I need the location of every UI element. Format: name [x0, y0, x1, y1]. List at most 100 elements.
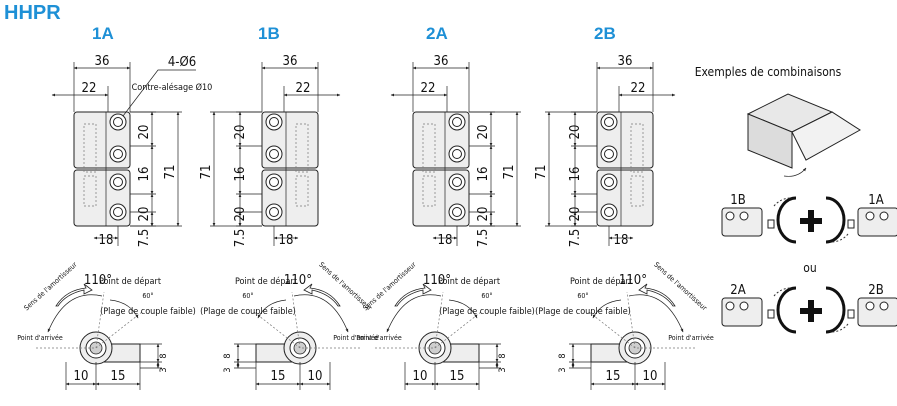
mounting-hole — [452, 117, 462, 127]
combo-right-label: 2B — [868, 283, 883, 298]
start-point-line — [95, 291, 105, 349]
mounting-hole — [452, 149, 462, 159]
dim-20-text: 20 — [476, 207, 491, 222]
combinations-title: Exemples de combinaisons — [695, 65, 842, 79]
low-torque-line — [434, 311, 482, 349]
hidden-feature — [83, 175, 97, 207]
dim-20-text: 20 — [568, 125, 583, 140]
combo-right-knuckle — [847, 219, 855, 229]
combo-right-swing — [829, 233, 849, 243]
dim-22-text: 22 — [631, 81, 646, 96]
hidden-feature — [295, 123, 309, 173]
combo-left-knuckle — [767, 309, 775, 319]
mounting-hole — [269, 177, 279, 187]
combo-left-arc — [776, 196, 797, 244]
arc-110 — [47, 294, 103, 333]
start-point-line — [434, 291, 444, 349]
angle-60-text: 60° — [577, 292, 588, 300]
stop-point-label: Point d'arrivée — [668, 334, 714, 342]
damping-direction-arrow — [55, 283, 93, 307]
dim-10-text: 10 — [413, 369, 428, 384]
dim-7-5-text: 7.5 — [568, 229, 583, 248]
dim-36-text: 36 — [95, 54, 110, 69]
combo-left-swing — [773, 197, 793, 207]
damper-direction-label: Sens de l'amortisseur — [652, 261, 708, 313]
stop-point-label: Point d'arrivée — [17, 334, 63, 342]
mounting-hole — [113, 117, 123, 127]
angle-60-text: 60° — [242, 292, 253, 300]
combo-right-swing — [829, 323, 849, 333]
low-torque-line — [253, 311, 301, 349]
arc-60 — [109, 299, 139, 319]
angle-110-text: 110° — [284, 273, 312, 288]
combo-right-hinge — [857, 297, 897, 327]
combo-hole — [725, 211, 735, 221]
combo-right-hinge — [857, 207, 897, 237]
combo-hole — [865, 301, 875, 311]
combo-hole — [739, 211, 749, 221]
dim-18-text: 18 — [438, 233, 453, 248]
hidden-feature — [83, 123, 97, 173]
combo-left-arc — [776, 286, 797, 334]
torque-range-label: (Plage de couple faible) — [200, 307, 296, 317]
damping-direction-arrow — [303, 283, 341, 307]
start-point-label: Point de départ — [570, 276, 632, 287]
dim-3-text: 3 — [498, 367, 508, 372]
arc-110 — [628, 294, 684, 333]
angle-60-text: 60° — [481, 292, 492, 300]
start-point-line — [291, 291, 301, 349]
product-code-title: HHPR — [4, 2, 61, 24]
mounting-hole — [113, 149, 123, 159]
holes-label: 4-Ø6 — [168, 55, 196, 70]
start-point-line — [626, 291, 636, 349]
mounting-hole — [269, 117, 279, 127]
hidden-feature — [422, 175, 436, 207]
mounting-hole — [604, 177, 614, 187]
dim-20-text: 20 — [568, 207, 583, 222]
damper-direction-label: Sens de l'amortisseur — [23, 260, 79, 312]
dim-16-text: 16 — [568, 167, 583, 182]
dim-8-text: 8 — [498, 353, 508, 358]
dim-7-5-text: 7.5 — [233, 229, 248, 248]
combo-hole — [879, 301, 889, 311]
combo-left-swing — [773, 287, 793, 297]
dim-8-text: 8 — [159, 353, 169, 358]
dim-10-text: 10 — [74, 369, 89, 384]
dim-15-text: 15 — [606, 369, 621, 384]
dim-22-text: 22 — [296, 81, 311, 96]
dim-8-text: 8 — [558, 353, 568, 358]
dim-16-text: 16 — [137, 167, 152, 182]
hidden-feature — [422, 123, 436, 173]
combo-right-knuckle — [847, 309, 855, 319]
low-torque-line — [588, 311, 636, 349]
variant-label-1b: 1B — [258, 24, 280, 43]
dim-20-text: 20 — [137, 125, 152, 140]
dim-15-text: 15 — [271, 369, 286, 384]
combo-left-label: 1B — [730, 193, 745, 208]
arc-60 — [448, 299, 478, 319]
mounting-hole — [269, 207, 279, 217]
dim-22-text: 22 — [82, 81, 97, 96]
dim-20-text: 20 — [233, 207, 248, 222]
dim-10-text: 10 — [643, 369, 658, 384]
plus-horizontal — [800, 308, 822, 314]
dim-3-text: 3 — [159, 367, 169, 372]
dim-18-text: 18 — [279, 233, 294, 248]
dim-20-text: 20 — [137, 207, 152, 222]
dim-18-text: 18 — [614, 233, 629, 248]
dim-20-text: 20 — [476, 125, 491, 140]
dim-16-text: 16 — [476, 167, 491, 182]
dim-16-text: 16 — [233, 167, 248, 182]
dim-36-text: 36 — [618, 54, 633, 69]
angle-110-text: 110° — [84, 273, 112, 288]
combo-right-arc — [825, 196, 846, 244]
